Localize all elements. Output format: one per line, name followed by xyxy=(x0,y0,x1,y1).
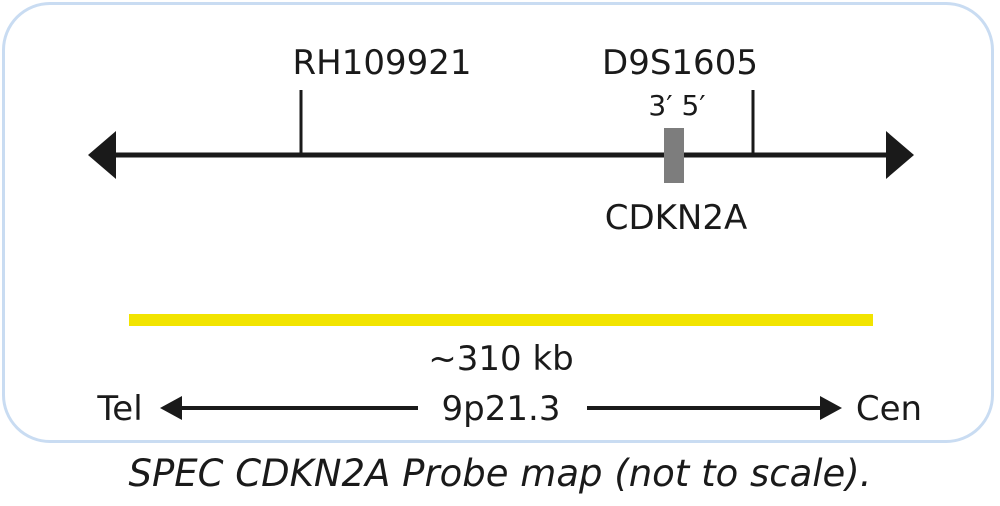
diagram-frame xyxy=(2,2,994,443)
tel-label: Tel xyxy=(96,389,142,429)
left-arrowhead-icon xyxy=(88,131,116,179)
probe-size-label: ~310 kb xyxy=(428,339,573,379)
tel-arrowhead-icon xyxy=(160,396,182,420)
probe-bar xyxy=(129,314,873,326)
marker-label-right: D9S1605 xyxy=(602,43,758,83)
cen-label: Cen xyxy=(856,389,922,429)
right-arrowhead-icon xyxy=(886,131,914,179)
gene-box-cdkn2a xyxy=(664,128,684,183)
probe-map-diagram: RH109921 D9S1605 3′ 5′ CDKN2A ~310 kb Te… xyxy=(88,43,922,429)
marker-label-left: RH109921 xyxy=(293,43,472,83)
figure-caption: SPEC CDKN2A Probe map (not to scale). xyxy=(128,452,872,495)
gene-orientation-label: 3′ 5′ xyxy=(648,89,705,122)
gene-name-label: CDKN2A xyxy=(605,198,748,238)
band-label: 9p21.3 xyxy=(442,389,561,429)
cen-arrowhead-icon xyxy=(820,396,842,420)
